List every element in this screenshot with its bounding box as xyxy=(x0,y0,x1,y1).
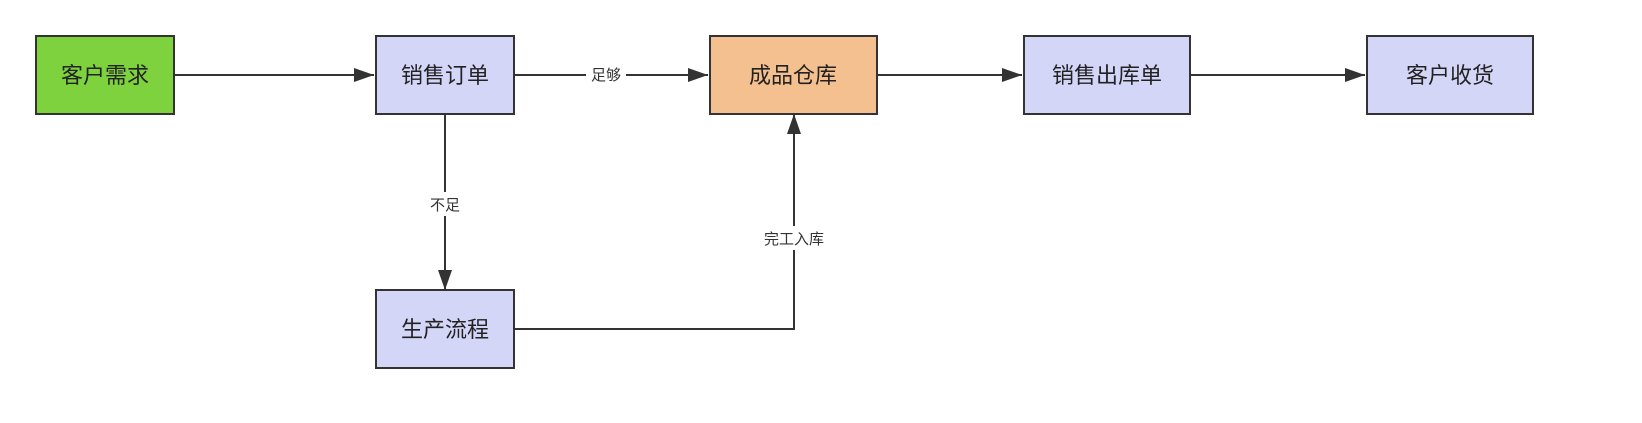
edge-label-insufficient: 不足 xyxy=(430,196,460,214)
node-sales-outbound-order: 销售出库单 xyxy=(1023,35,1191,115)
edge-label-completed-inbound: 完工入库 xyxy=(764,230,824,248)
node-label: 客户需求 xyxy=(61,64,149,89)
node-label: 销售出库单 xyxy=(1052,64,1162,89)
node-label: 客户收货 xyxy=(1406,64,1494,89)
node-label: 生产流程 xyxy=(401,318,489,343)
edge-sales-order-to-production: 不足 xyxy=(423,115,467,290)
node-label: 成品仓库 xyxy=(749,64,837,89)
edge-label-bg xyxy=(423,192,467,216)
node-sales-order: 销售订单 xyxy=(375,35,515,115)
node-customer-demand: 客户需求 xyxy=(35,35,175,115)
node-customer-receipt: 客户收货 xyxy=(1366,35,1534,115)
node-finished-goods-warehouse: 成品仓库 xyxy=(709,35,878,115)
edge-sales-order-to-warehouse: 足够 xyxy=(514,64,708,86)
edge-label-bg xyxy=(586,64,626,86)
edge-production-to-warehouse: 完工入库 xyxy=(514,114,836,330)
edge-label-sufficient: 足够 xyxy=(591,66,621,84)
node-production-process: 生产流程 xyxy=(375,289,515,369)
node-label: 销售订单 xyxy=(401,64,489,89)
edge-label-bg xyxy=(752,226,836,250)
